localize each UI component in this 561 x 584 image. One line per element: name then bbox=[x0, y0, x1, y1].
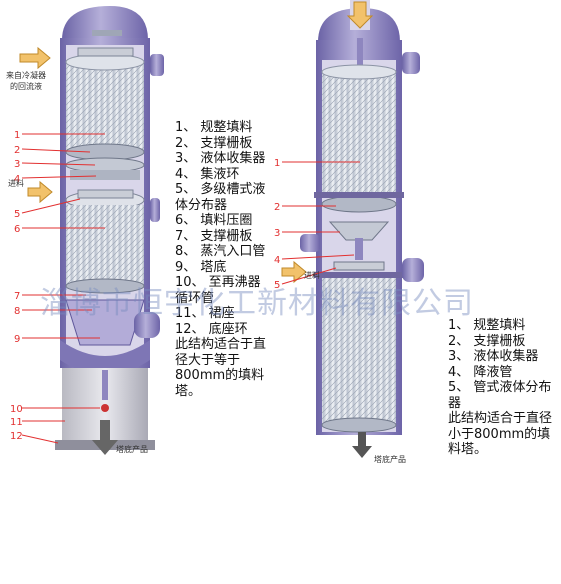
right-legend-text: 1、 规整填料 2、 支撑栅板 3、 液体收集器 4、 降液管 5、 管式液体分… bbox=[448, 318, 553, 457]
left-packing-lower bbox=[66, 205, 144, 285]
left-callout-7: 7 bbox=[14, 291, 20, 302]
right-callout-2: 2 bbox=[274, 202, 280, 213]
left-callout-6: 6 bbox=[14, 224, 20, 235]
left-inlet-label-1: 来自冷凝器 bbox=[6, 70, 46, 80]
watermark: 淄博市恒宇化工新材料有限公司 bbox=[40, 286, 474, 321]
right-callout-1: 1 bbox=[274, 158, 280, 169]
right-callout-4: 4 bbox=[274, 255, 280, 266]
right-packing-upper bbox=[322, 72, 396, 192]
right-bottom-product-arrow bbox=[352, 432, 372, 458]
left-feed-label: 进料 bbox=[8, 178, 24, 188]
right-support-grid bbox=[321, 195, 397, 213]
right-callout-5: 5 bbox=[274, 280, 280, 291]
left-callout-9: 9 bbox=[14, 334, 20, 345]
left-reflux-inlet-arrow bbox=[19, 46, 51, 70]
left-callout-8: 8 bbox=[14, 306, 20, 317]
right-callout-numbers: 1 2 3 4 5 bbox=[274, 158, 280, 291]
left-callout-numbers: 1 2 3 4 5 6 7 8 9 10 11 12 bbox=[10, 130, 23, 442]
left-callout-10: 10 bbox=[10, 404, 23, 415]
left-packing-upper bbox=[66, 62, 144, 150]
right-packing-lower bbox=[322, 272, 396, 422]
left-callout-2: 2 bbox=[14, 145, 20, 156]
left-top-dome bbox=[62, 6, 148, 40]
right-bottom-label: 塔底产品 bbox=[374, 454, 406, 464]
left-side-nozzle bbox=[150, 198, 160, 222]
left-callout-4: 4 bbox=[14, 174, 20, 185]
right-feed-label: 进料 bbox=[304, 270, 320, 280]
left-callout-1: 1 bbox=[14, 130, 20, 141]
left-upper-nozzle bbox=[150, 54, 164, 76]
left-feed-arrow bbox=[27, 180, 53, 204]
right-top-inlet-arrow bbox=[346, 1, 374, 29]
right-callout-3: 3 bbox=[274, 228, 280, 239]
left-inlet-label-2: 的回流液 bbox=[10, 81, 42, 91]
left-bottom-product-arrow bbox=[92, 420, 118, 455]
right-upper-nozzle bbox=[402, 52, 420, 74]
right-feed-nozzle bbox=[300, 234, 320, 252]
left-vapor-inlet-nozzle bbox=[134, 312, 160, 338]
left-callout-12: 12 bbox=[10, 431, 23, 442]
right-column: 1 2 3 4 5 进料 塔底产品 bbox=[274, 0, 424, 464]
left-bottom-label: 塔底产品 bbox=[116, 444, 148, 454]
left-callout-lines bbox=[21, 133, 105, 444]
left-legend-text: 1、 规整填料 2、 支撑栅板 3、 液体收集器 4、 集液环 5、 多级槽式液… bbox=[175, 120, 267, 399]
right-callout-lines bbox=[281, 161, 360, 285]
left-callout-5: 5 bbox=[14, 209, 20, 220]
left-callout-3: 3 bbox=[14, 159, 20, 170]
right-feed-arrow bbox=[281, 260, 307, 284]
left-tower-bottom bbox=[65, 299, 145, 346]
left-column: 1 2 3 4 5 6 7 8 9 10 11 12 来自冷凝器 的回流液 进料… bbox=[6, 6, 164, 455]
left-callout-11: 11 bbox=[10, 417, 23, 428]
right-lower-nozzle bbox=[402, 258, 424, 282]
